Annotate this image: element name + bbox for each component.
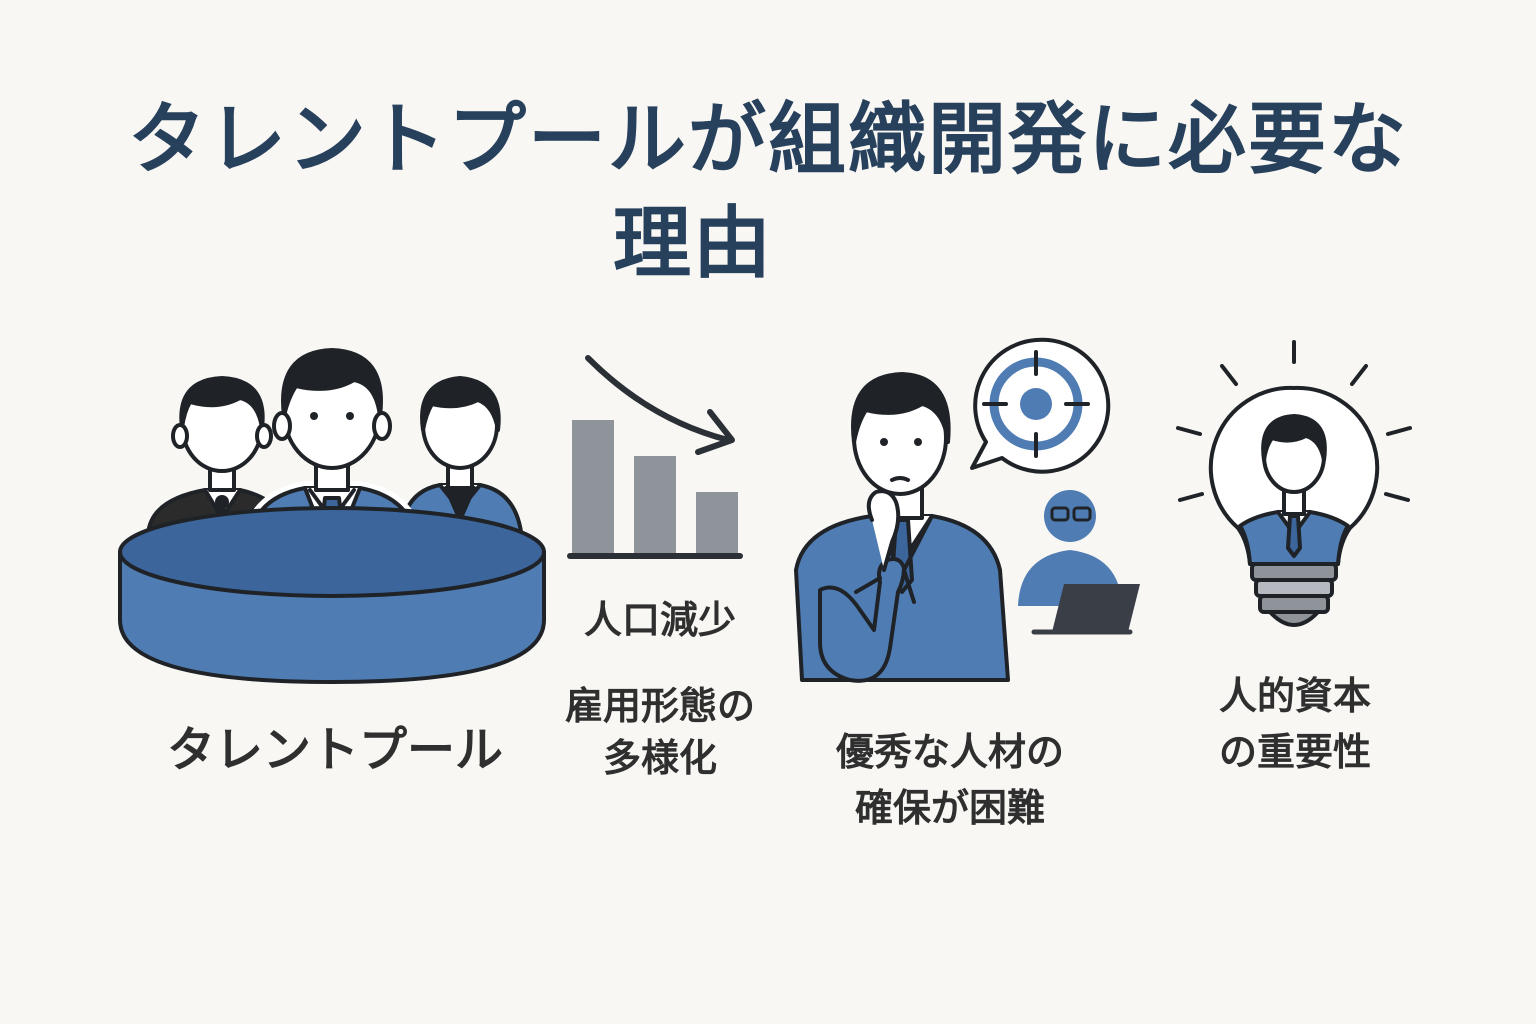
thinking-person-target-icon — [794, 337, 1140, 683]
talent-pool-icon — [118, 348, 546, 684]
label-employment-diversification: 雇用形態の 多様化 — [564, 684, 755, 780]
declining-bar-chart-icon — [567, 355, 743, 559]
label-human-capital-importance: 人的資本 の重要性 — [1218, 674, 1371, 774]
title-line-2: 理由 — [612, 199, 773, 289]
page-title: タレントプールが組織開発に必要な 理由 — [0, 88, 1536, 296]
label-talent-acquisition-difficulty: 優秀な人材の 確保が困難 — [835, 730, 1064, 830]
lightbulb-person-icon — [1176, 340, 1412, 627]
label-population-decline: 人口減少 — [583, 598, 736, 642]
title-line-1: タレントプールが組織開発に必要な — [127, 95, 1408, 185]
label-talent-pool: タレントプール — [166, 722, 503, 778]
